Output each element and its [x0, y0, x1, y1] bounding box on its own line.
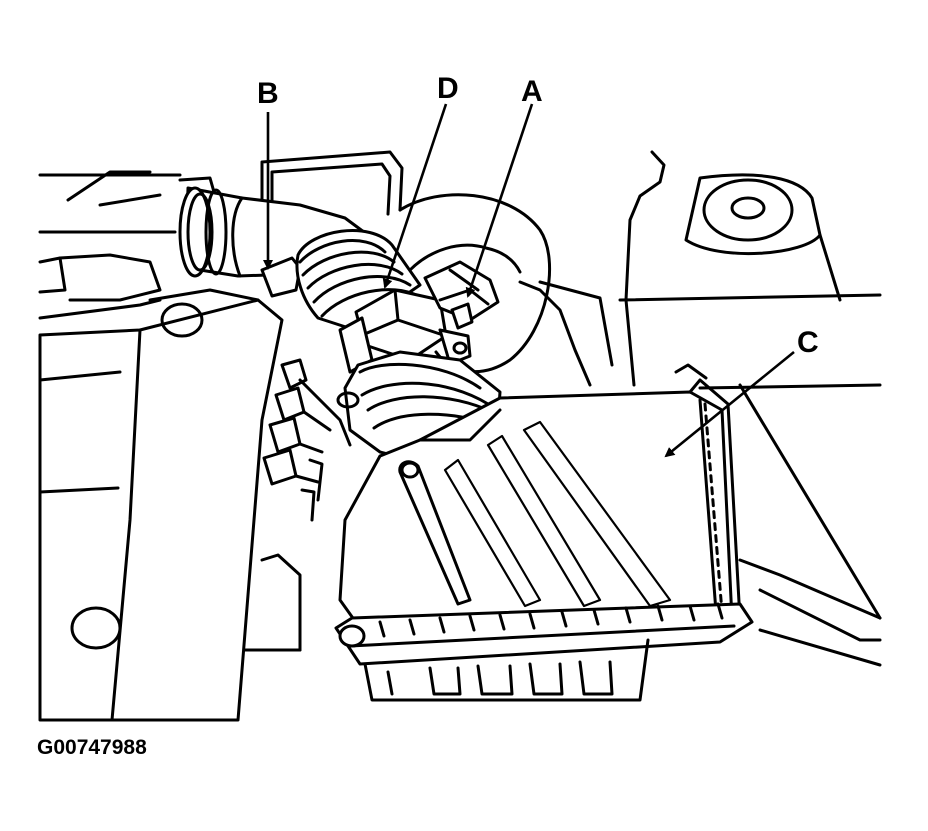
- callout-a: A: [521, 75, 543, 108]
- callout-c: C: [797, 326, 819, 359]
- callout-d: D: [437, 72, 459, 105]
- ignition-coil-connectors: [243, 358, 352, 652]
- maf-sensor-d: [338, 288, 472, 374]
- leader-line-c: [664, 350, 795, 458]
- leader-line-d: [382, 103, 448, 289]
- engine-block-left: [38, 170, 284, 722]
- strut-tower: [618, 150, 882, 667]
- leader-lines: [263, 103, 795, 458]
- leader-line-a: [465, 103, 534, 298]
- air-cleaner-housing-c: [334, 363, 754, 702]
- callout-b: B: [257, 77, 279, 110]
- figure-id: G00747988: [37, 736, 147, 759]
- intake-bracket: [260, 150, 404, 216]
